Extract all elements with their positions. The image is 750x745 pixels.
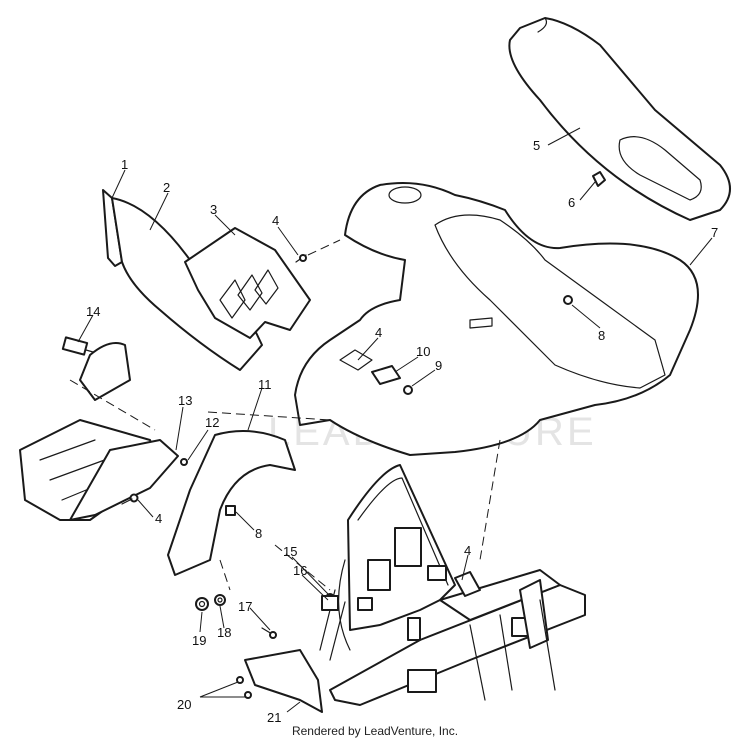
frame — [319, 464, 586, 706]
part-10-bracket — [371, 365, 401, 385]
callout-10[interactable]: 10 — [416, 344, 430, 359]
callout-labels: 1 2 3 4 5 6 7 8 4 10 9 14 11 13 12 4 8 1… — [86, 138, 718, 725]
part-13-bracket — [69, 439, 179, 521]
leader-lines — [77, 127, 713, 713]
callout-13[interactable]: 13 — [178, 393, 192, 408]
callout-7[interactable]: 7 — [711, 225, 718, 240]
callout-8-top[interactable]: 8 — [598, 328, 605, 343]
callout-16[interactable]: 16 — [293, 563, 307, 578]
callout-18[interactable]: 18 — [217, 625, 231, 640]
callout-4-center[interactable]: 4 — [375, 325, 382, 340]
part-12-screw — [180, 458, 188, 466]
part-1-bracket — [102, 189, 123, 267]
callout-8-left[interactable]: 8 — [255, 526, 262, 541]
callout-4-left[interactable]: 4 — [155, 511, 162, 526]
part-5-seat — [508, 17, 731, 221]
callout-2[interactable]: 2 — [163, 180, 170, 195]
part-20-screws — [236, 676, 252, 699]
callout-21[interactable]: 21 — [267, 710, 281, 725]
callout-14[interactable]: 14 — [86, 304, 100, 319]
part-4-screw-top — [295, 254, 307, 263]
part-19-nut — [195, 597, 209, 611]
callout-11[interactable]: 11 — [258, 377, 272, 392]
callout-5[interactable]: 5 — [533, 138, 540, 153]
callout-19[interactable]: 19 — [192, 633, 206, 648]
callout-15[interactable]: 15 — [283, 544, 297, 559]
part-6-clip — [592, 171, 606, 187]
part-8-washer — [225, 505, 236, 516]
callout-6[interactable]: 6 — [568, 195, 575, 210]
part-11-flare — [167, 430, 296, 576]
footer-credit: Rendered by LeadVenture, Inc. — [291, 724, 459, 738]
part-9-nut — [403, 385, 413, 395]
part-3-panel — [184, 227, 311, 339]
part-7-fender-body — [294, 182, 699, 456]
callout-17[interactable]: 17 — [238, 599, 252, 614]
callout-4-top[interactable]: 4 — [272, 213, 279, 228]
part-4-screw-left — [121, 493, 139, 505]
callout-1[interactable]: 1 — [121, 157, 128, 172]
part-18-washer — [214, 594, 226, 606]
callout-12[interactable]: 12 — [205, 415, 219, 430]
part-4-screw-right — [454, 571, 481, 597]
callout-20[interactable]: 20 — [177, 697, 191, 712]
part-21-guard — [244, 649, 323, 713]
callout-3[interactable]: 3 — [210, 202, 217, 217]
part-17-screw — [261, 627, 277, 639]
callout-9[interactable]: 9 — [435, 358, 442, 373]
callout-4-right[interactable]: 4 — [464, 543, 471, 558]
